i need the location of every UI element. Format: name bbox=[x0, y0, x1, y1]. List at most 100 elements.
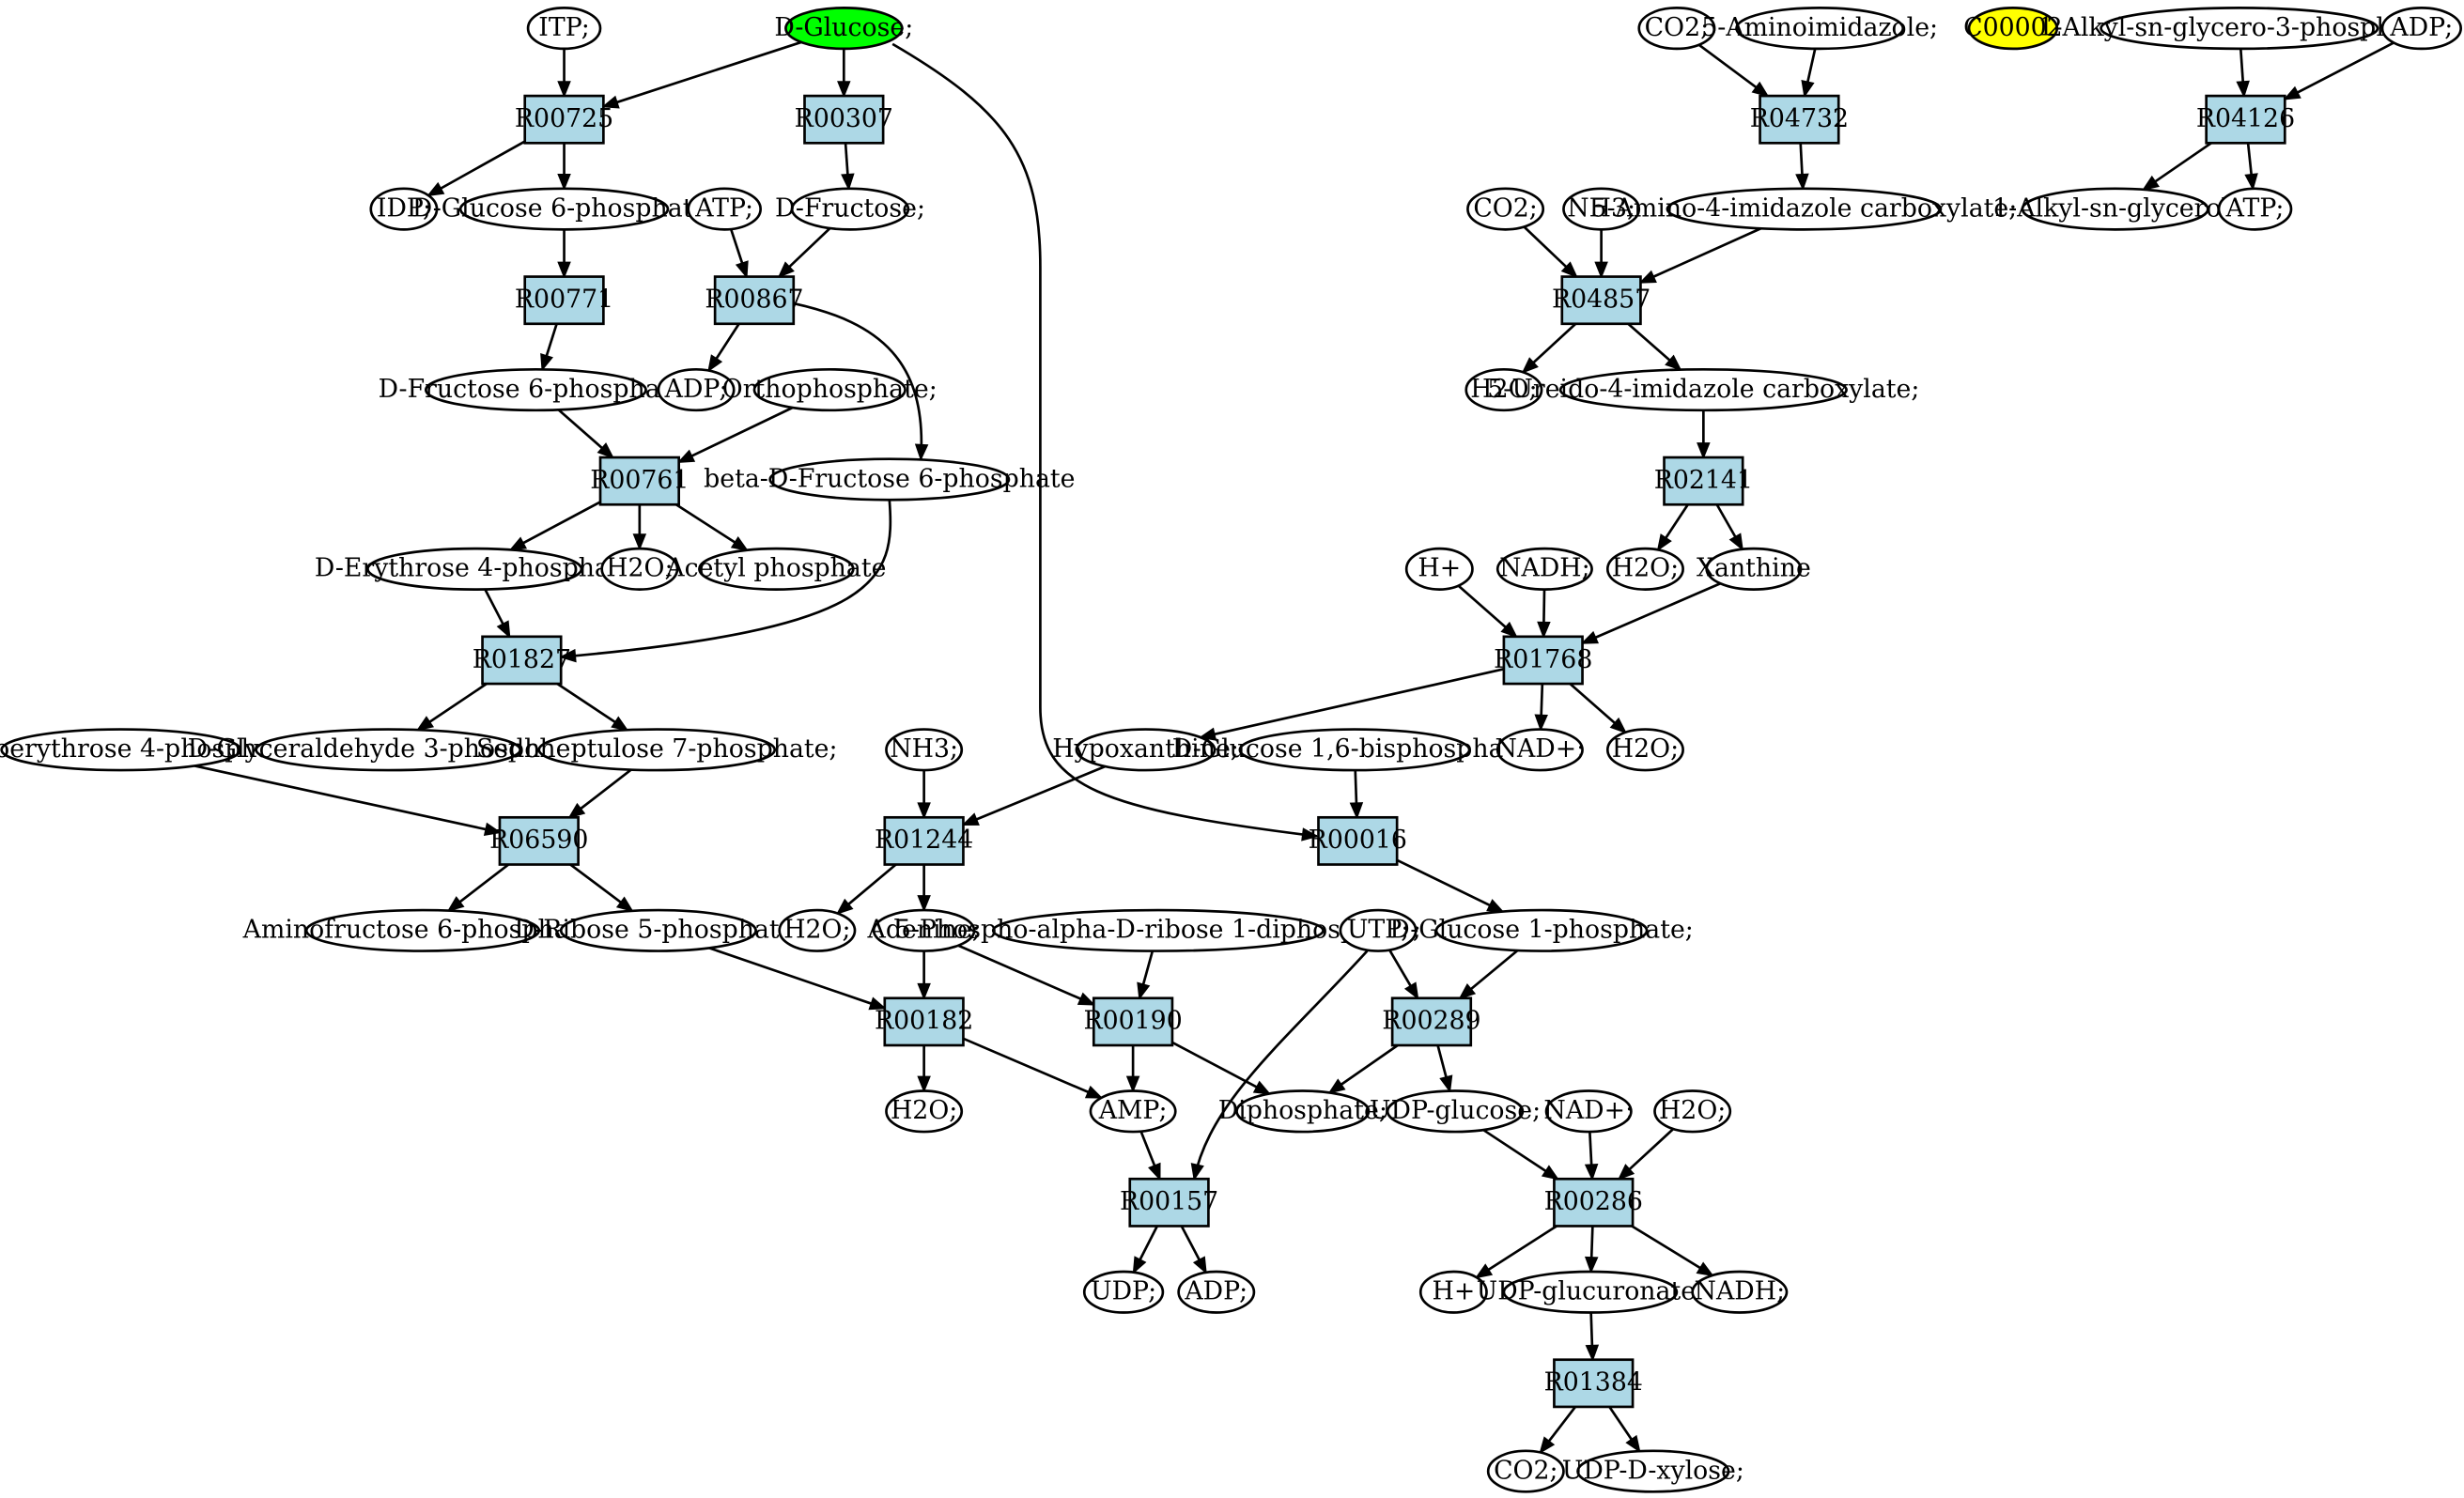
compound-node-dfructose6p[interactable]: D-Fructose 6-phosphate; bbox=[379, 367, 694, 412]
edge-R04732-to-aminoimidazolecarbox-arrowhead bbox=[1795, 173, 1809, 192]
reaction-node-r00157[interactable]: R00157 bbox=[1120, 1177, 1218, 1228]
reaction-box-r00182 bbox=[883, 996, 965, 1047]
reaction-node-r01827[interactable]: R01827 bbox=[473, 635, 571, 686]
compound-node-h2o_g[interactable]: H2O; bbox=[1653, 1089, 1732, 1134]
compound-node-h2o_c[interactable]: H2O; bbox=[1605, 547, 1684, 591]
compound-node-udp[interactable]: UDP; bbox=[1082, 1270, 1165, 1314]
compound-node-nh3_a[interactable]: NH3; bbox=[1562, 187, 1641, 231]
compound-node-orthophosphate[interactable]: Orthophosphate; bbox=[722, 367, 938, 412]
compound-node-adp_a[interactable]: ADP; bbox=[2380, 7, 2462, 51]
compound-node-iminoerythrose4p[interactable]: Iminoerythrose 4-phosphate; bbox=[0, 728, 305, 772]
compound-node-itp[interactable]: ITP; bbox=[526, 7, 602, 51]
compound-ellipse-iminoerythrose4p bbox=[0, 728, 242, 772]
compound-node-hplus_b[interactable]: H+ bbox=[1418, 1270, 1488, 1314]
reaction-node-r00289[interactable]: R00289 bbox=[1382, 996, 1481, 1047]
compound-node-derythrose4p[interactable]: D-Erythrose 4-phosphate bbox=[315, 547, 635, 591]
compound-node-h2o_f[interactable]: H2O; bbox=[885, 1089, 964, 1134]
compound-node-dglucose6p[interactable]: D-Glucose 6-phosphate; bbox=[412, 187, 717, 231]
compound-node-xanthine[interactable]: Xanthine bbox=[1697, 547, 1811, 591]
compound-node-sedoheptulose7p[interactable]: Sedoheptulose 7-phosphate; bbox=[476, 728, 838, 772]
edge-aminoimidazole-to-R04732-arrowhead bbox=[1801, 79, 1815, 99]
reaction-node-r00286[interactable]: R00286 bbox=[1544, 1177, 1643, 1228]
compound-node-udpxylose[interactable]: UDP-D-xylose; bbox=[1562, 1449, 1744, 1493]
compound-node-aminoimidazolecarbox[interactable]: 5-Amino-4-imidazole carboxylate; bbox=[1591, 187, 2018, 231]
reaction-node-r00761[interactable]: R00761 bbox=[590, 456, 689, 506]
reaction-node-r00771[interactable]: R00771 bbox=[515, 275, 613, 326]
compound-node-nh3_b[interactable]: NH3; bbox=[885, 728, 964, 772]
compound-node-adenine[interactable]: Adenine; bbox=[867, 908, 981, 952]
reaction-box-r00157 bbox=[1128, 1177, 1210, 1228]
reaction-node-r00307[interactable]: R00307 bbox=[795, 94, 893, 145]
compound-node-aminoimidazole[interactable]: 5-Aminoimidazole; bbox=[1701, 7, 1938, 51]
compound-node-udpglucose[interactable]: UDP-glucose; bbox=[1370, 1089, 1541, 1134]
compound-label-aminoimidazolecarbox: 5-Amino-4-imidazole carboxylate; bbox=[1591, 193, 2018, 223]
compound-node-h2o_d[interactable]: H2O; bbox=[1605, 728, 1684, 772]
compound-node-nadh_a[interactable]: NADH; bbox=[1495, 547, 1593, 591]
edge-atp_a-to-R00867 bbox=[729, 228, 744, 266]
compound-node-co2_a[interactable]: CO2; bbox=[1637, 7, 1716, 51]
edge-amp-to-R00157-arrowhead bbox=[1148, 1162, 1161, 1181]
reaction-node-r00016[interactable]: R00016 bbox=[1309, 815, 1407, 866]
reaction-node-r04857[interactable]: R04857 bbox=[1552, 275, 1650, 326]
compound-label-glyceraldehyde3p: D-Glyceraldehyde 3-phosphate; bbox=[188, 734, 589, 764]
compound-node-prpp[interactable]: 5-Phospho-alpha-D-ribose 1-diphosphate; bbox=[895, 908, 1421, 952]
reaction-node-r00725[interactable]: R00725 bbox=[515, 94, 613, 145]
compound-label-udpglucuronate: UDP-glucuronate; bbox=[1477, 1277, 1704, 1306]
compound-node-amp[interactable]: AMP; bbox=[1089, 1089, 1177, 1134]
reaction-node-r01244[interactable]: R01244 bbox=[875, 815, 973, 866]
compound-node-udpglucuronate[interactable]: UDP-glucuronate; bbox=[1477, 1270, 1704, 1314]
reaction-node-r04126[interactable]: R04126 bbox=[2196, 94, 2295, 145]
compound-node-acetylphosphate[interactable]: Acetyl phosphate bbox=[665, 547, 886, 591]
compound-node-h2o_e[interactable]: H2O; bbox=[778, 908, 857, 952]
edge-aminoimidazolecarbox-to-R04857 bbox=[1651, 227, 1762, 279]
edge-hypoxanthine-to-R01244 bbox=[974, 764, 1107, 822]
compound-node-ureidoimidazole[interactable]: 5-Ureido-4-imidazole carboxylate; bbox=[1487, 367, 1919, 412]
compound-node-dribose5p[interactable]: D-Ribose 5-phosphate; bbox=[514, 908, 803, 952]
reaction-node-r01384[interactable]: R01384 bbox=[1544, 1358, 1643, 1409]
reaction-node-r06590[interactable]: R06590 bbox=[489, 815, 588, 866]
compound-node-alkylglycerol[interactable]: 1-Alkyl-sn-glycerol; bbox=[1992, 187, 2238, 231]
compound-node-h2o_a[interactable]: H2O; bbox=[1464, 367, 1543, 412]
compound-ellipse-aminoimidazolecarbox bbox=[1666, 187, 1943, 231]
compound-node-co2_c[interactable]: CO2; bbox=[1486, 1449, 1565, 1493]
reaction-node-r04732[interactable]: R04732 bbox=[1750, 94, 1849, 145]
compound-node-alkylglycero3p[interactable]: 1-Alkyl-sn-glycero-3-phosphate; bbox=[2038, 7, 2441, 51]
compound-node-dglucose[interactable]: D-Glucose; bbox=[774, 7, 913, 51]
compound-node-h2o_b[interactable]: H2O; bbox=[600, 547, 679, 591]
compound-node-hypoxanthine[interactable]: Hypoxanthine; bbox=[1052, 728, 1239, 772]
compound-node-glyceraldehyde3p[interactable]: D-Glyceraldehyde 3-phosphate; bbox=[188, 728, 589, 772]
reaction-node-r00190[interactable]: R00190 bbox=[1083, 996, 1183, 1047]
reaction-label-r00307: R00307 bbox=[795, 104, 893, 133]
edge-R00867-to-adp_b bbox=[714, 323, 740, 362]
compound-node-hplus_a[interactable]: H+ bbox=[1404, 547, 1474, 591]
reaction-node-r02141[interactable]: R02141 bbox=[1654, 456, 1753, 506]
edge-atp_a-to-R00867-arrowhead bbox=[735, 260, 749, 279]
reaction-node-r01768[interactable]: R01768 bbox=[1494, 635, 1592, 686]
compound-node-betafructose6p[interactable]: beta-D-Fructose 6-phosphate bbox=[704, 457, 1076, 502]
compound-node-dglucose1p[interactable]: D-Glucose 1-phosphate; bbox=[1389, 908, 1694, 952]
edge-R06590-to-dribose5p bbox=[569, 863, 624, 904]
compound-node-atp_b[interactable]: ATP; bbox=[2217, 187, 2293, 231]
compound-node-nadplus_a[interactable]: NAD+; bbox=[1495, 728, 1586, 772]
compound-node-co2_b[interactable]: CO2; bbox=[1466, 187, 1545, 231]
compound-node-aminofructose6p[interactable]: Aminofructose 6-phosphate; bbox=[242, 908, 603, 952]
compound-node-utp[interactable]: UTP; bbox=[1339, 908, 1418, 952]
edge-R04732-to-aminoimidazolecarbox bbox=[1799, 143, 1804, 177]
compound-node-atp_a[interactable]: ATP; bbox=[687, 187, 762, 231]
compound-node-dfructose[interactable]: D-Fructose; bbox=[775, 187, 925, 231]
compound-node-idp[interactable]: IDP; bbox=[369, 187, 439, 231]
compound-node-dglucose16bp[interactable]: D-Glucose 1,6-bisphosphate; bbox=[1172, 728, 1537, 772]
compound-node-adp_b[interactable]: ADP; bbox=[657, 367, 736, 412]
edge-dfructose-to-R00867 bbox=[787, 227, 831, 270]
edge-udpglucose-to-R00286-arrowhead bbox=[1541, 1165, 1560, 1181]
compound-node-nadplus_b[interactable]: NAD+; bbox=[1543, 1089, 1634, 1134]
compound-node-diphosphate[interactable]: Diphosphate; bbox=[1218, 1089, 1387, 1134]
compound-node-adp_c[interactable]: ADP; bbox=[1177, 1270, 1256, 1314]
compound-ellipse-adp_a bbox=[2380, 7, 2462, 51]
compound-node-nadh_b[interactable]: NADH; bbox=[1691, 1270, 1789, 1314]
reaction-node-r00867[interactable]: R00867 bbox=[705, 275, 804, 326]
compound-ellipse-hplus_a bbox=[1404, 547, 1474, 591]
compound-node-c00002[interactable]: C00002 bbox=[1963, 7, 2063, 51]
reaction-node-r00182[interactable]: R00182 bbox=[875, 996, 973, 1047]
